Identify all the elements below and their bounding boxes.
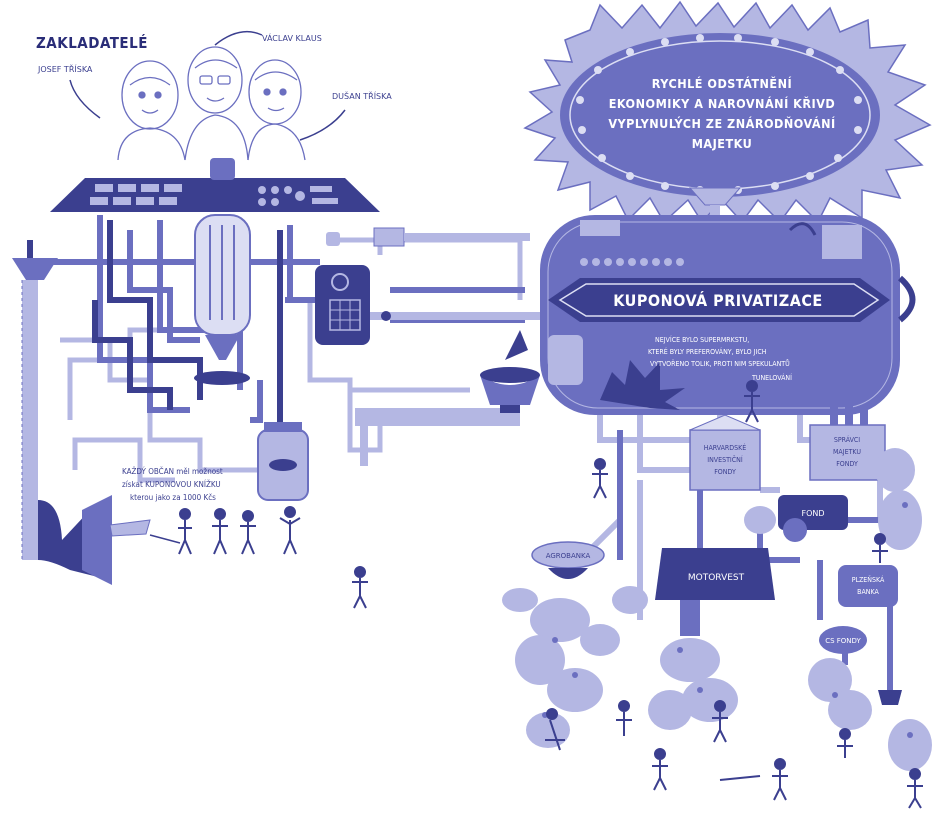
center-bowl — [480, 330, 540, 413]
harvard-line3: FONDY — [714, 468, 736, 476]
goal-sun: RYCHLÉ ODSTÁTNĚNÍ EKONOMIKY A NAROVNÁNÍ … — [523, 0, 932, 224]
voucher-jar — [257, 422, 309, 501]
machine-note: NEJVÍCE BYLO SUPERMRKSTU, KTERÉ BYLY PRE… — [648, 335, 792, 382]
harvard-line2: INVESTIČNÍ — [707, 455, 743, 464]
harvard-line1: HARVARDSKÉ — [704, 443, 747, 452]
voucher-note-line3: kterou jako za 1000 Kčs — [130, 492, 216, 502]
founder-right-label: DUŠAN TŘÍSKA — [332, 90, 392, 101]
valve-box — [315, 227, 405, 345]
founder-left-label: JOSEF TŘÍSKA — [37, 63, 93, 74]
broom — [878, 600, 902, 705]
sun-title-line2: EKONOMIKY A NAROVNÁNÍ KŘIVD — [609, 96, 836, 111]
motorvest: MOTORVEST — [655, 548, 775, 636]
bank-right: PLZEŇSKÁ BANKA — [838, 565, 898, 607]
machine-note-line3: VYTVOŘENO TOLIK, PROTI NIM SPEKULANTŮ — [650, 359, 790, 368]
bank-right-line1: PLZEŇSKÁ — [852, 575, 885, 584]
bank-right-line2: BANKA — [857, 588, 879, 596]
intake-funnel — [12, 258, 112, 585]
spravci-funds: SPRÁVCI MAJETKU FONDY — [809, 400, 886, 481]
machine-burst — [600, 360, 685, 410]
privatization-machine: KUPONOVÁ PRIVATIZACE NEJVÍCE BYLO SUPERM… — [540, 215, 916, 415]
spravci-line3: FONDY — [836, 460, 858, 468]
machine-note-line1: NEJVÍCE BYLO SUPERMRKSTU, — [655, 335, 749, 344]
citizen-figures-left — [149, 506, 368, 609]
feed-pipes — [370, 233, 540, 321]
sun-title-line3: VYPLYNULÝCH ZE ZNÁRODŇOVÁNÍ — [608, 116, 835, 131]
spravci-line1: SPRÁVCI — [834, 435, 860, 444]
machine-banner-text: KUPONOVÁ PRIVATIZACE — [613, 291, 822, 310]
cs-fond: CS FONDY — [819, 626, 867, 654]
money-foliage — [502, 448, 932, 771]
harvard-funds: HARVARDSKÉ INVESTIČNÍ FONDY — [689, 414, 761, 491]
voucher-note: KAŽDÝ OBČAN měl možnost získat KUPONOVOU… — [122, 465, 223, 502]
voucher-note-line2: získat KUPONOVOU KNÍŽKU — [122, 478, 221, 489]
sun-title-line1: RYCHLÉ ODSTÁTNĚNÍ — [652, 76, 792, 91]
voucher-note-line1: KAŽDÝ OBČAN měl možnost — [122, 465, 223, 476]
founders-group: ZAKLADATELÉ JOSEF TŘÍSKA VÁCLAV KLAUS DU… — [36, 30, 392, 212]
agrobanka-label: AGROBANKA — [546, 552, 591, 560]
machine-banner: KUPONOVÁ PRIVATIZACE — [548, 278, 890, 322]
founder-top-label: VÁCLAV KLAUS — [262, 32, 322, 43]
founder-portraits — [117, 46, 306, 161]
distillation-column — [194, 214, 251, 385]
small-fund-label: FOND — [801, 509, 824, 518]
machine-note-line4: TUNELOVÁNÍ — [751, 373, 792, 382]
agrobanka: AGROBANKA — [531, 541, 605, 579]
foliage-right — [744, 448, 932, 771]
conveyor-bench — [355, 408, 520, 466]
foliage-center — [580, 586, 738, 730]
citizen-figures-right — [545, 380, 923, 809]
spravci-line2: MAJETKU — [833, 448, 861, 456]
foliage-left — [502, 588, 603, 748]
motorvest-label: MOTORVEST — [688, 573, 745, 583]
cs-fond-label: CS FONDY — [825, 637, 861, 645]
small-fund-box: FOND — [778, 495, 848, 542]
voucher-ticket — [109, 519, 151, 537]
control-console — [50, 158, 380, 212]
founders-title: ZAKLADATELÉ — [36, 33, 148, 52]
sun-title-line4: MAJETKU — [692, 136, 753, 151]
machine-note-line2: KTERÉ BYLY PREFEROVÁNY, BYLO JICH — [648, 347, 767, 356]
